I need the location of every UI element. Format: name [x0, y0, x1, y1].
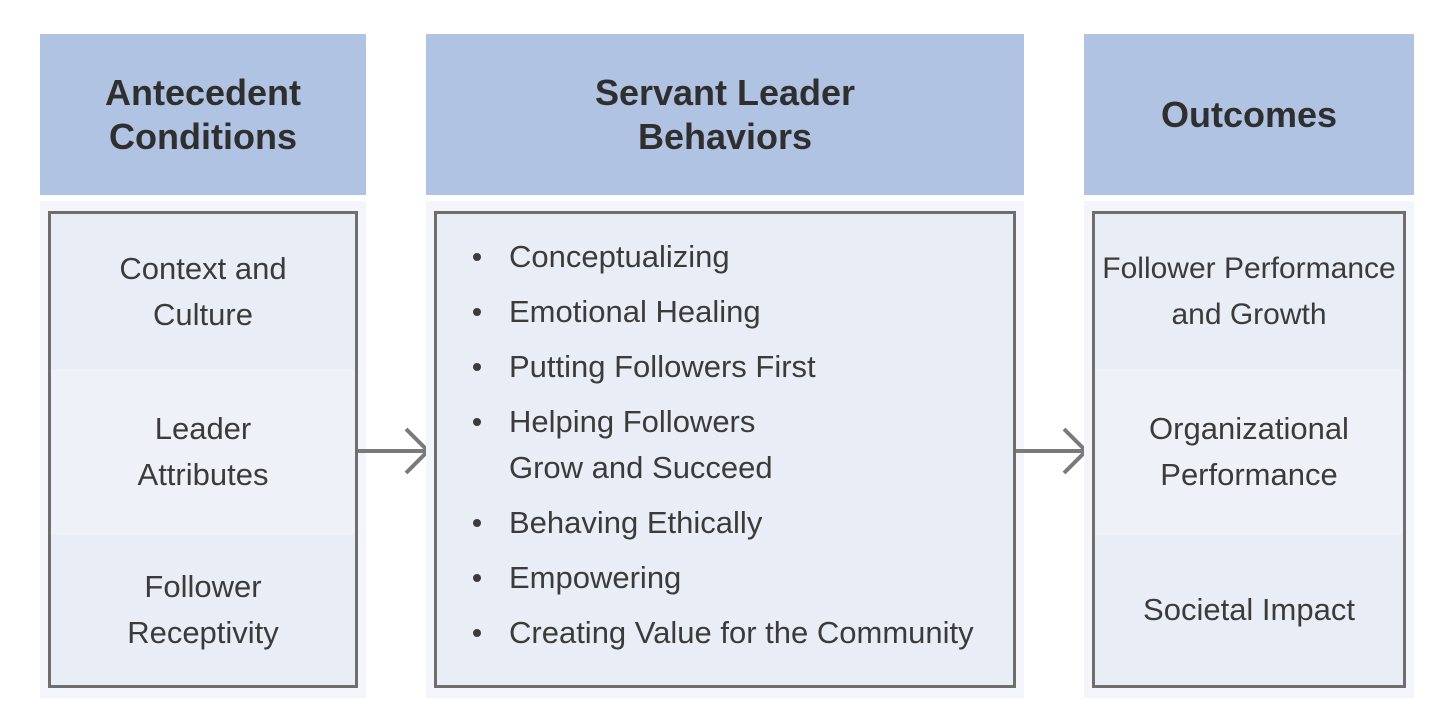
behavior-item: Creating Value for the Community: [461, 610, 974, 656]
behavior-item: Empowering: [461, 555, 974, 601]
outcome-item-societal-impact: Societal Impact: [1143, 592, 1355, 627]
behaviors-header: Servant Leader Behaviors: [426, 34, 1024, 195]
behavior-item: Behaving Ethically: [461, 500, 974, 546]
behavior-item: Emotional Healing: [461, 289, 974, 335]
antecedent-box: Context and Culture Leader Attributes Fo…: [48, 211, 358, 688]
bullet-dot-icon: [473, 519, 481, 527]
behavior-label: Emotional Healing: [509, 294, 761, 329]
outcome-item-organizational-performance: Organizational Performance: [1095, 369, 1403, 535]
bullet-dot-icon: [473, 253, 481, 261]
bullet-dot-icon: [473, 308, 481, 316]
antecedent-header: Antecedent Conditions: [40, 34, 366, 195]
behavior-label: Creating Value for the Community: [509, 615, 974, 650]
behaviors-list: Conceptualizing Emotional Healing Puttin…: [461, 234, 974, 665]
behavior-label: Conceptualizing: [509, 239, 730, 274]
bullet-dot-icon: [473, 363, 481, 371]
behavior-item: Helping Followers Grow and Succeed: [461, 399, 974, 491]
arrow-right-icon: [358, 427, 431, 475]
behaviors-box: Conceptualizing Emotional Healing Puttin…: [434, 211, 1016, 688]
behavior-item: Putting Followers First: [461, 344, 974, 390]
arrow-right-icon: [1016, 427, 1089, 475]
outcomes-box: Follower Performance and Growth Organiza…: [1092, 211, 1406, 688]
behavior-label: Behaving Ethically: [509, 505, 763, 540]
behavior-label: Helping Followers Grow and Succeed: [509, 404, 773, 485]
bullet-dot-icon: [473, 629, 481, 637]
antecedent-item-context: Context and Culture: [119, 250, 287, 332]
antecedent-item-follower-receptivity: Follower Receptivity: [127, 569, 279, 650]
outcomes-header: Outcomes: [1084, 34, 1414, 195]
bullet-dot-icon: [473, 574, 481, 582]
outcome-item-follower-performance: Follower Performance and Growth: [1102, 251, 1396, 331]
behavior-label: Putting Followers First: [509, 349, 816, 384]
behavior-label: Empowering: [509, 560, 682, 595]
behavior-item: Conceptualizing: [461, 234, 974, 280]
bullet-dot-icon: [473, 418, 481, 426]
antecedent-item-leader-attributes: Leader Attributes: [51, 369, 355, 535]
